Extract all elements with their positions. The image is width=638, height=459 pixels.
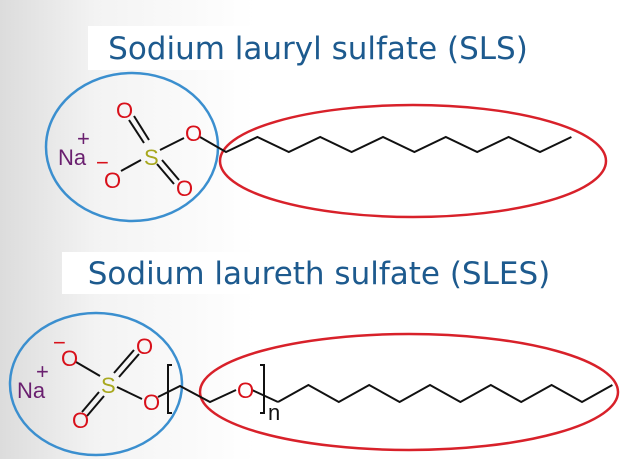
sles-polar-head-ellipse [8,311,184,457]
sls-tail-ellipse [218,103,608,219]
ethoxy-bonds [157,384,237,404]
oxygen-atom: O [136,334,153,359]
right-bracket [260,364,265,414]
sulfur-atom: S [101,373,116,398]
sodium-atom: Na [58,145,87,170]
sles-alkyl-chain [277,383,613,404]
oxygen-atom: O [176,176,193,201]
sodium-atom: Na [17,378,46,403]
sles-tail-ellipse [198,332,620,452]
plus-charge: + [77,126,90,151]
sles-title: Sodium laureth sulfate (SLES) [88,256,551,292]
plus-charge: + [36,359,49,384]
oxygen-atom: O [143,390,160,415]
repeat-unit-n: n [268,400,280,425]
oxygen-atom: O [104,168,121,193]
oxygen-atom: O [185,121,202,146]
minus-charge: − [53,330,66,355]
oxygen-atom: O [61,346,78,371]
oxygen-atom: O [116,98,133,123]
sls-title-box [88,26,548,70]
minus-charge: − [96,150,109,175]
sulfur-atom: S [144,145,159,170]
sles-structure: Na + S O − O O O O n [8,311,620,457]
left-bracket [167,364,172,414]
sls-title: Sodium lauryl sulfate (SLS) [108,31,528,67]
sls-alkyl-chain [199,135,572,154]
sles-title-box [62,252,576,294]
oxygen-atom: O [237,378,254,403]
oxygen-atom: O [72,408,89,433]
sls-structure: Na + S O O O O − [44,71,608,223]
